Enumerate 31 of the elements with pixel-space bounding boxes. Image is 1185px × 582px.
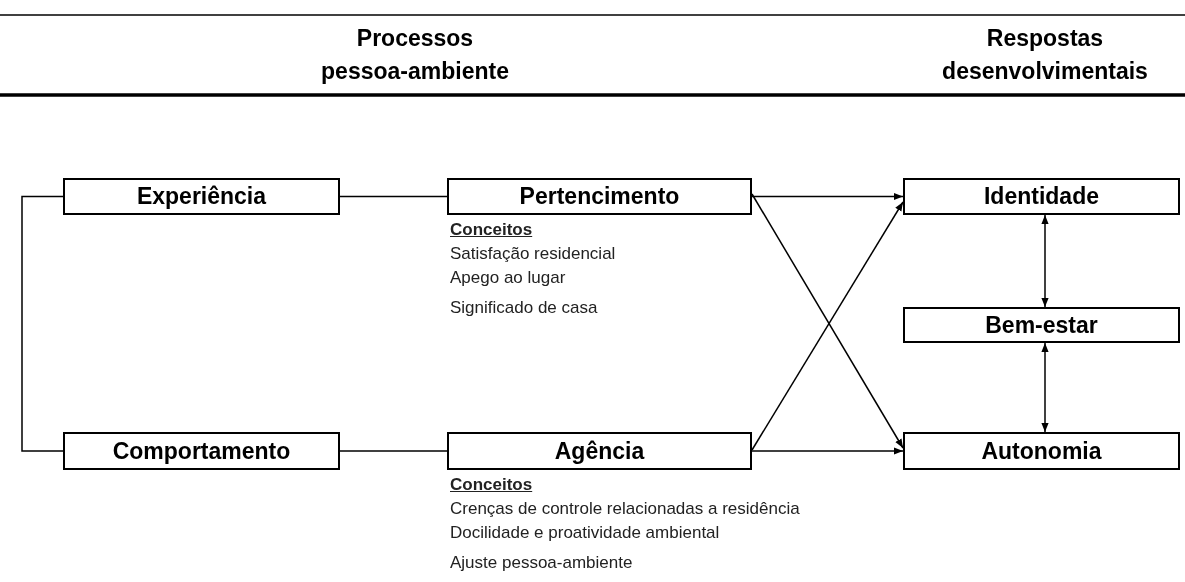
connector-line: [21, 195, 64, 452]
box-label: Autonomia: [981, 437, 1102, 465]
box-label: Pertencimento: [519, 183, 680, 210]
box: [447, 178, 752, 215]
concepts-heading: Conceitos: [450, 220, 533, 240]
concept-text: Significado de casa: [450, 298, 598, 318]
box: [903, 432, 1180, 470]
box-label: Identidade: [984, 183, 1099, 210]
box: [63, 178, 340, 215]
box-label: Agência: [554, 437, 645, 465]
box: [903, 178, 1180, 215]
connector-line: [339, 195, 448, 198]
concepts-heading: Conceitos: [450, 475, 533, 495]
box: [447, 432, 752, 470]
concept-text: Docilidade e proatividade ambiental: [450, 523, 720, 543]
box-label: Comportamento: [112, 437, 291, 465]
connector-line: [339, 450, 448, 452]
arrow: [751, 447, 904, 455]
arrow: [751, 192, 904, 201]
column-heading: Processos pessoa-ambiente: [320, 24, 510, 87]
column-heading: Respostas desenvolvimentais: [941, 24, 1149, 87]
arrow: [1041, 342, 1049, 433]
box-label: Bem-estar: [985, 311, 1098, 339]
box: [63, 432, 340, 470]
concept-text: Ajuste pessoa-ambiente: [450, 553, 633, 573]
concept-text: Apego ao lugar: [450, 268, 566, 288]
concept-text: Satisfação residencial: [450, 244, 616, 264]
concept-text: Crenças de controle relacionadas a residência: [450, 499, 800, 519]
arrow: [1041, 214, 1049, 308]
box-label: Experiência: [136, 183, 267, 210]
box: [903, 307, 1180, 343]
